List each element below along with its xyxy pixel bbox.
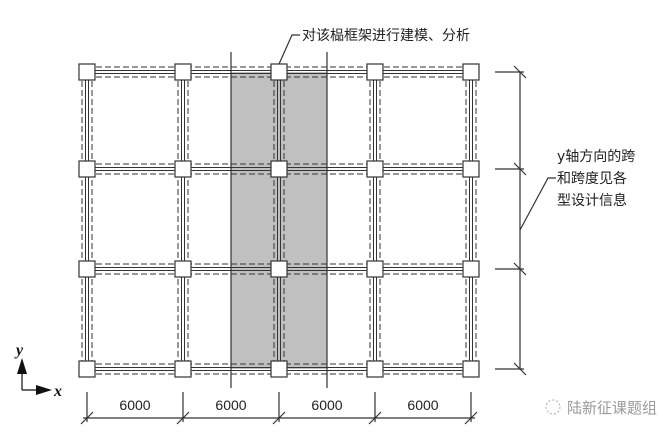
column: [462, 360, 480, 378]
column: [462, 160, 480, 178]
dimension-tick: [513, 262, 527, 276]
y-arrow-icon: [17, 358, 27, 374]
x-arrow-icon: [36, 385, 52, 395]
column: [78, 63, 96, 81]
x-span-label: 6000: [215, 397, 246, 413]
selected-frame-shading: [231, 72, 327, 369]
column: [270, 160, 288, 178]
column: [270, 63, 288, 81]
column: [174, 360, 192, 378]
dimension-tick: [513, 65, 527, 79]
axis-indicator: y x: [14, 342, 62, 400]
column: [174, 63, 192, 81]
callout-leader-span: [519, 177, 556, 231]
column: [174, 160, 192, 178]
wechat-logo-icon: [545, 399, 561, 415]
y-axis-label: y: [14, 342, 24, 359]
column: [78, 360, 96, 378]
dimension-tick: [368, 411, 382, 425]
column: [366, 360, 384, 378]
x-span-label: 6000: [407, 397, 438, 413]
dimension-tick: [176, 411, 190, 425]
callout-span-line-2: 和跨度见各: [557, 171, 627, 187]
columns: [78, 63, 480, 378]
watermark: 陆新征课题组: [545, 399, 657, 417]
dimension-tick: [513, 162, 527, 176]
callout-span-line-3: 型设计信息: [557, 192, 627, 209]
dimension-tick: [272, 411, 286, 425]
dimension-tick: [80, 411, 94, 425]
column: [270, 260, 288, 278]
callout-frame-text: 对该榀框架进行建模、分析: [302, 28, 470, 44]
column: [462, 260, 480, 278]
x-span-label: 6000: [119, 397, 150, 413]
x-axis-label: x: [53, 383, 62, 400]
column: [78, 160, 96, 178]
column: [78, 260, 96, 278]
x-dimension-line: 6000 6000 6000 6000: [80, 392, 478, 425]
column: [174, 260, 192, 278]
callout-leader-frame: [278, 34, 300, 65]
column: [270, 360, 288, 378]
column: [462, 63, 480, 81]
dimension-tick: [513, 362, 527, 376]
column: [366, 63, 384, 81]
column: [366, 260, 384, 278]
column: [366, 160, 384, 178]
dimension-tick: [464, 411, 478, 425]
y-dimension-line: [495, 65, 527, 376]
x-span-label: 6000: [311, 397, 342, 413]
watermark-text: 陆新征课题组: [567, 399, 657, 417]
callout-span-line-1: y轴方向的跨: [557, 149, 635, 165]
